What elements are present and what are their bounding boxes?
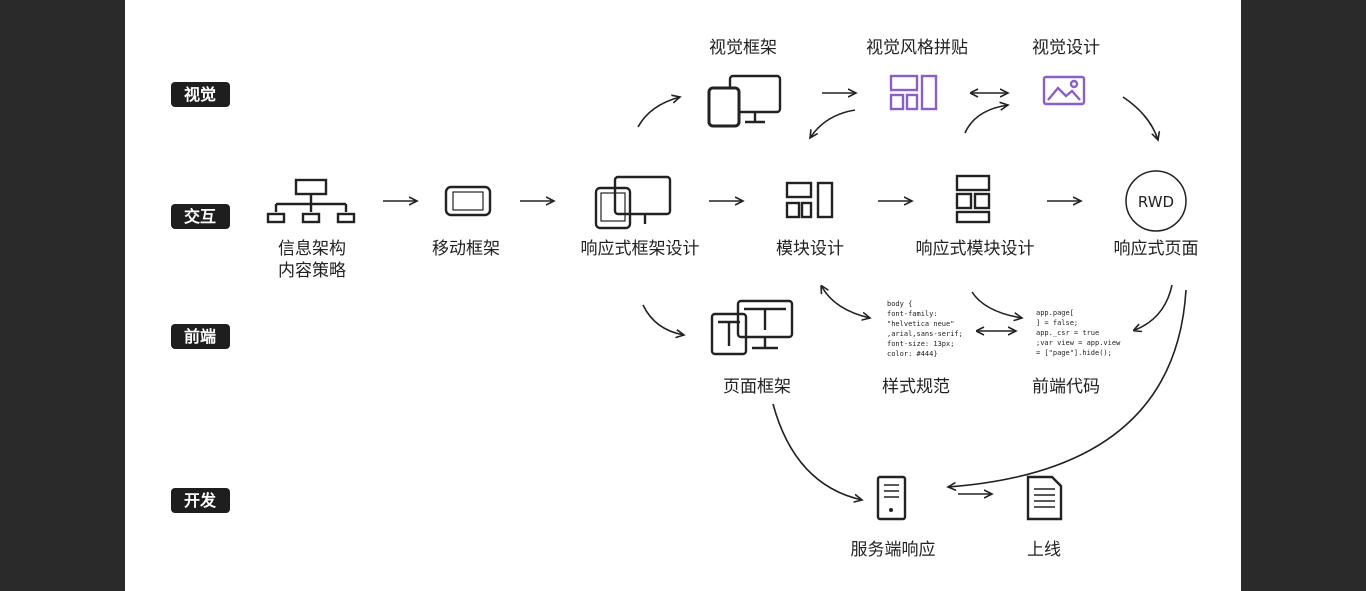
flow-arrows — [383, 93, 1187, 500]
svg-text:font-size: 13px;: font-size: 13px; — [887, 340, 954, 348]
document-icon — [1026, 475, 1063, 521]
svg-text:开发: 开发 — [184, 491, 217, 510]
svg-text:] = false;: ] = false; — [1036, 319, 1078, 327]
row-tag-frontend: 前端 — [171, 324, 230, 349]
image-icon — [1042, 75, 1086, 106]
workflow-diagram: 视觉 交互 前端 开发 RWD body { font-family: "helve… — [171, 38, 1199, 560]
svg-text:;var view = app.view: ;var view = app.view — [1036, 339, 1121, 347]
label-launch: 上线 — [1027, 540, 1061, 560]
svg-text:,arial,sans-serif;: ,arial,sans-serif; — [887, 330, 963, 338]
svg-text:交互: 交互 — [184, 207, 216, 226]
label-info-arch: 信息架构 — [278, 239, 346, 259]
label-style-collage: 视觉风格拼贴 — [866, 38, 968, 58]
label-visual-design: 视觉设计 — [1032, 38, 1100, 58]
mobile-landscape-icon — [444, 185, 492, 217]
label-responsive-frame: 响应式框架设计 — [581, 239, 700, 259]
row-tag-visual: 视觉 — [171, 82, 230, 107]
responsive-module-icon — [955, 174, 991, 224]
label-page-frame: 页面框架 — [723, 377, 791, 397]
label-module-design: 模块设计 — [776, 239, 844, 259]
server-icon — [876, 475, 907, 521]
module-icon — [785, 181, 834, 219]
label-content-strategy: 内容策略 — [278, 261, 346, 281]
svg-text:前端: 前端 — [184, 327, 216, 346]
responsive-devices-icon — [594, 175, 672, 230]
svg-text:body {: body { — [887, 300, 912, 308]
label-visual-frame: 视觉框架 — [709, 38, 777, 58]
svg-text:color: #444}: color: #444} — [887, 350, 938, 358]
devices-icon — [707, 74, 782, 128]
label-frontend-code: 前端代码 — [1032, 377, 1100, 397]
label-style-guide: 样式规范 — [882, 377, 950, 397]
label-mobile-frame: 移动框架 — [432, 239, 500, 259]
svg-text:= ["page"].hide();: = ["page"].hide(); — [1036, 349, 1112, 357]
code-js-snippet: app.page[ ] = false; app._csr = true ;var … — [1036, 309, 1121, 357]
row-tag-dev: 开发 — [171, 488, 230, 513]
svg-text:app.page[: app.page[ — [1036, 309, 1074, 317]
sitemap-icon — [266, 178, 356, 224]
label-server-response: 服务端响应 — [851, 540, 936, 560]
label-responsive-page: 响应式页面 — [1114, 239, 1199, 259]
page-frame-icon — [710, 299, 794, 356]
label-responsive-module: 响应式模块设计 — [916, 239, 1035, 259]
collage-icon — [889, 74, 938, 111]
row-tag-interaction: 交互 — [171, 204, 230, 229]
diagram-canvas: 视觉 交互 前端 开发 RWD body { font-family: "helve… — [125, 0, 1241, 591]
svg-text:font-family:: font-family: — [887, 310, 938, 318]
code-css-snippet: body { font-family: "helvetica neue" ,aria… — [887, 300, 963, 358]
rwd-circle: RWD — [1125, 170, 1187, 232]
svg-text:"helvetica neue": "helvetica neue" — [887, 320, 954, 328]
svg-text:app._csr = true: app._csr = true — [1036, 329, 1099, 337]
svg-text:RWD: RWD — [1138, 193, 1174, 211]
svg-text:视觉: 视觉 — [184, 85, 216, 104]
